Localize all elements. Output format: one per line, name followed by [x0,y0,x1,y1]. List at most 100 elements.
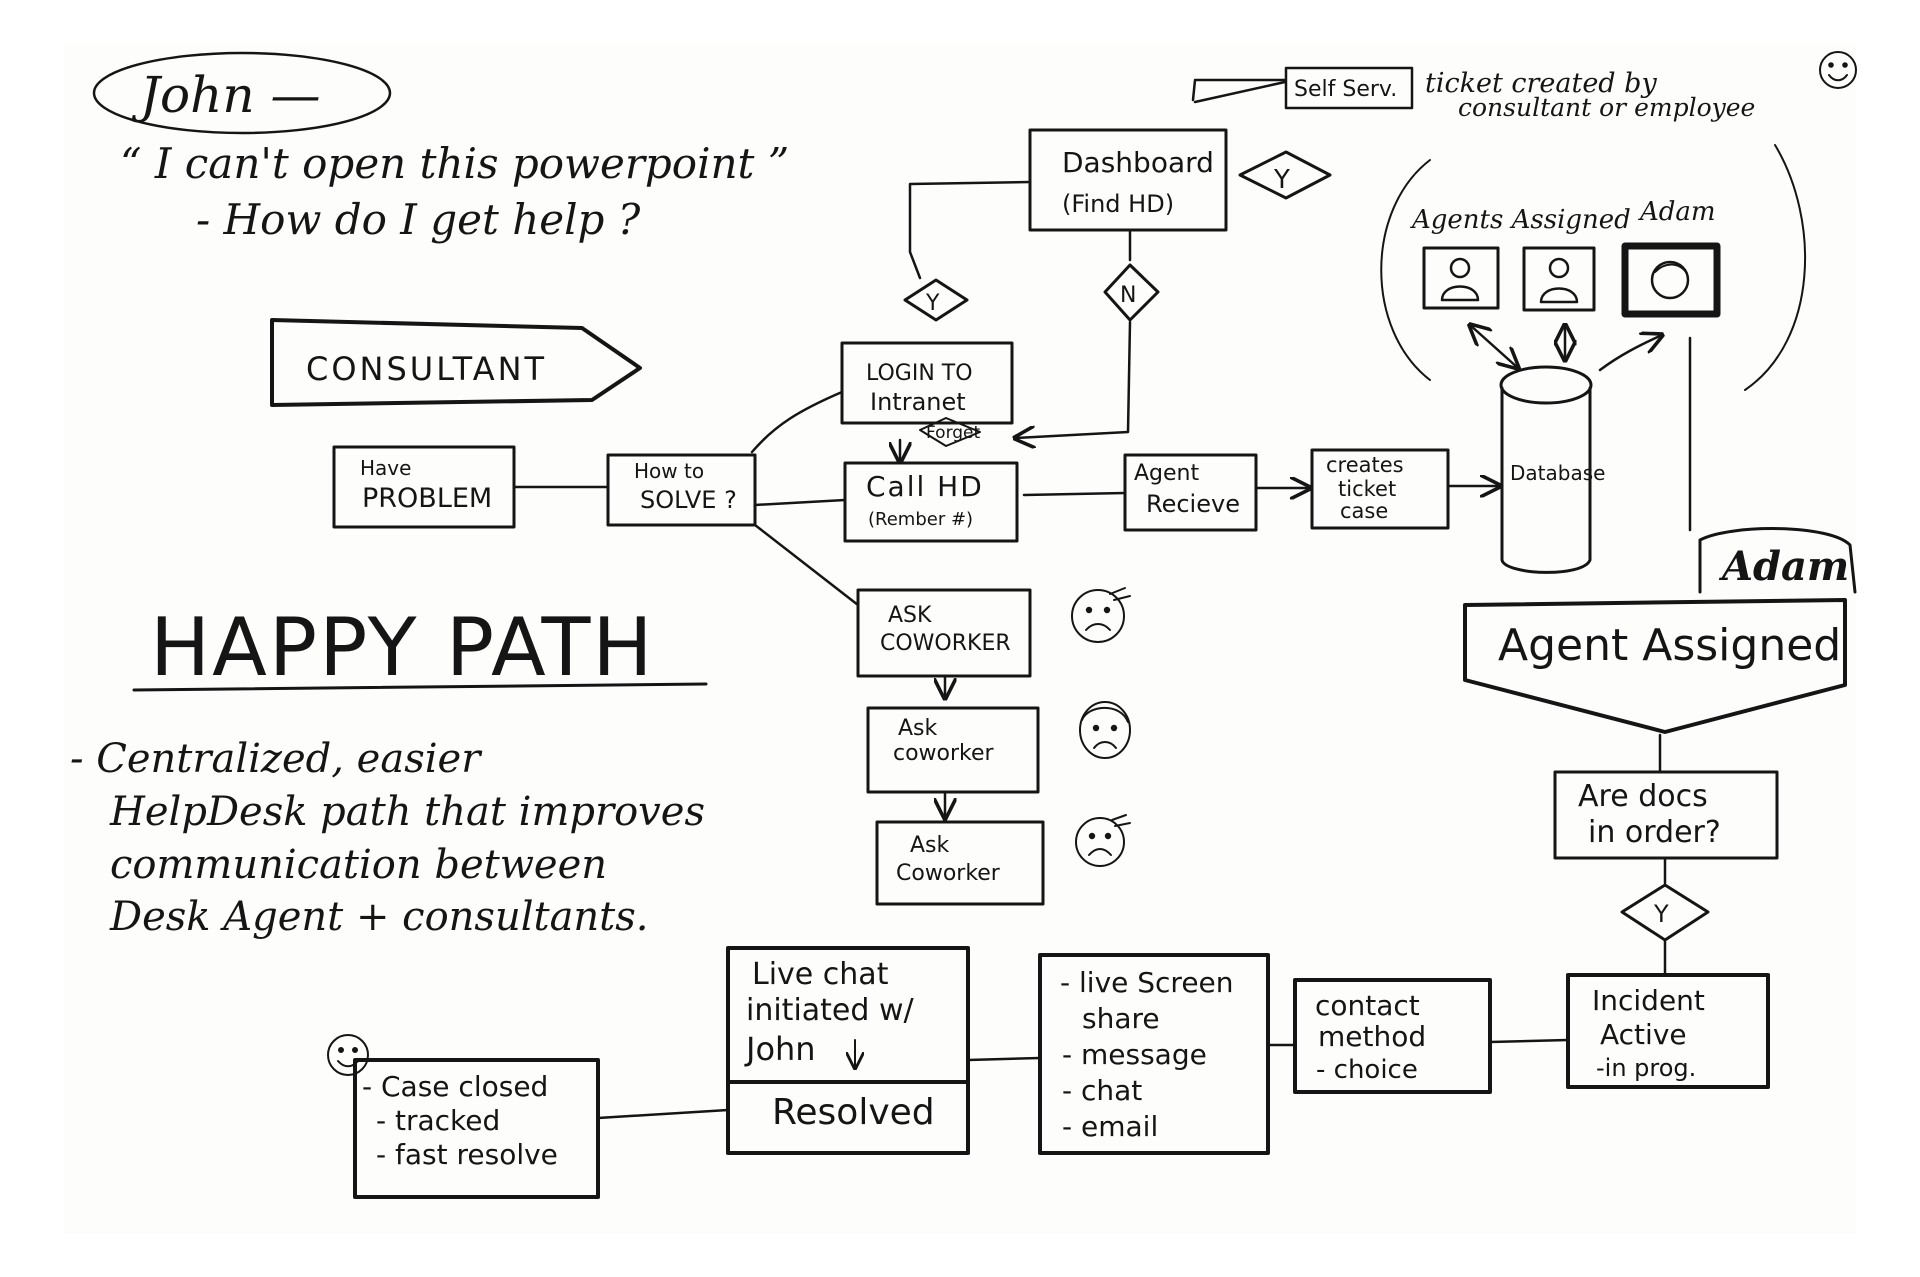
connector-solve-login [750,390,844,454]
svg-text:Y: Y [1273,165,1290,195]
consultant-pentagon [270,318,642,407]
svg-text:SOLVE ?: SOLVE ? [640,486,737,514]
node-channels: - live Screen share - message - chat - e… [1038,953,1270,1155]
happy-path-summary-line-4: Desk Agent + consultants. [109,894,649,940]
node-ask-coworker-1: ASK COWORKER [856,588,1032,678]
svg-text:method: method [1318,1020,1426,1053]
persona-name-ellipse [92,51,392,135]
node-creates-ticket: creates ticket case [1310,448,1450,530]
persona-question: - How do I get help ? [196,195,641,244]
svg-text:Recieve: Recieve [1146,490,1240,518]
happy-face-icon [327,1034,369,1076]
svg-text:Live chat: Live chat [752,957,889,992]
decision-docs-yes: Y [1620,883,1710,942]
svg-text:COWORKER: COWORKER [880,631,1011,656]
connector-no-callhd [1015,320,1132,438]
svg-text:- tracked: - tracked [376,1104,500,1137]
happy-path-summary-line-2: HelpDesk path that improves [109,789,705,835]
node-case-closed: - Case closed - tracked - fast resolve [353,1058,600,1199]
svg-text:Incident: Incident [1592,984,1705,1017]
connector-agent1-db [1470,325,1518,368]
svg-text:(Rember #): (Rember #) [868,509,973,530]
flow-connectors [512,78,1692,1120]
ticket-note-line-2: consultant or employee [1458,93,1755,122]
connector-dashboard-login [908,180,1032,280]
adam-tab [1698,527,1857,594]
persona-name: John — [131,66,320,124]
svg-text:Call HD: Call HD [866,470,984,503]
svg-text:case: case [1340,499,1388,523]
connector-channels-livechat [966,1056,1042,1062]
svg-text:- live Screen: - live Screen [1060,966,1234,999]
node-docs-in-order: Are docs in order? [1553,770,1779,860]
svg-text:Are docs: Are docs [1578,779,1708,814]
svg-text:How to: How to [634,459,704,483]
node-incident-active: Incident Active -in prog. [1566,973,1770,1089]
svg-text:Coworker: Coworker [896,861,1001,886]
connector-livechat-closed [596,1108,730,1120]
svg-text:ASK: ASK [888,603,932,628]
connector-solve-callhd [753,498,847,507]
svg-text:- message: - message [1062,1038,1207,1071]
decision-login-yes: Y [903,278,969,322]
node-database: Database [1499,365,1605,574]
happy-path-underline [132,682,708,692]
node-ask-coworker-3: Ask Coworker [875,820,1045,906]
connector-db-adam [1598,335,1662,372]
connector-solve-coworker [753,523,860,607]
ticket-note-line-1: ticket created by [1425,68,1657,99]
node-have-problem: Have PROBLEM [332,445,516,529]
svg-text:Intranet: Intranet [870,388,966,416]
svg-text:Self Serv.: Self Serv. [1294,77,1397,102]
node-call-hd: Call HD (Rember #) [843,461,1019,543]
svg-text:coworker: coworker [893,741,995,766]
svg-text:Have: Have [360,456,411,480]
svg-text:share: share [1082,1002,1160,1035]
svg-text:contact: contact [1315,989,1420,1022]
svg-text:- chat: - chat [1062,1074,1142,1107]
agents-assigned-label: Agents Assigned [1410,205,1631,235]
svg-text:-in prog.: -in prog. [1596,1054,1696,1082]
node-agent-recieve: Agent Recieve [1123,453,1258,532]
svg-text:Y: Y [925,291,940,316]
happy-path-title: HAPPY PATH [150,601,655,694]
svg-text:initiated w/: initiated w/ [746,993,915,1028]
node-live-chat: Live chat initiated w/ John Resolved [726,946,970,1155]
svg-text:- choice: - choice [1316,1055,1418,1085]
whiteboard-background [64,44,1856,1234]
persona-quote: “ I can't open this powerpoint ” [120,139,789,188]
happy-path-summary-line-3: communication between [110,842,607,888]
adam-big-label: Adam [1718,543,1849,590]
svg-text:Active: Active [1600,1018,1687,1051]
happy-path-summary-line-1: - Centralized, easier [70,736,483,782]
agents-group-bracket-left [1380,159,1431,381]
svg-text:LOGIN TO: LOGIN TO [866,361,973,386]
svg-text:Resolved: Resolved [772,1092,935,1133]
decision-dashboard-no: N [1103,263,1160,322]
svg-text:- email: - email [1062,1110,1158,1143]
svg-text:in order?: in order? [1588,815,1721,850]
node-forget: Forget [919,417,981,447]
svg-text:PROBLEM: PROBLEM [362,483,492,514]
connector-callhd-agent [1022,491,1127,497]
decision-dashboard-yes: Y [1238,150,1332,200]
agent-avatar-adam [1621,242,1721,318]
connector-incident-contact [1488,1038,1570,1044]
node-how-to-solve: How to SOLVE ? [606,453,757,527]
svg-text:Agent Assigned: Agent Assigned [1498,620,1841,671]
svg-text:- fast resolve: - fast resolve [376,1138,558,1171]
sad-face-icon [1071,587,1131,643]
node-self-serv: Self Serv. [1284,66,1414,110]
node-login-intranet: LOGIN TO Intranet [840,341,1014,425]
sad-face-icon [1079,701,1131,759]
node-contact-method: contact method - choice [1293,978,1492,1094]
connector-selfserv-left [1191,78,1287,102]
svg-text:John: John [744,1030,816,1068]
svg-text:(Find HD): (Find HD) [1062,190,1174,218]
sad-face-icon [1075,814,1131,867]
agent-avatar-1 [1422,246,1500,310]
consultant-label: CONSULTANT [306,350,547,388]
svg-text:N: N [1120,283,1136,308]
node-ask-coworker-2: Ask coworker [866,706,1040,794]
svg-text:- Case closed: - Case closed [362,1070,548,1103]
